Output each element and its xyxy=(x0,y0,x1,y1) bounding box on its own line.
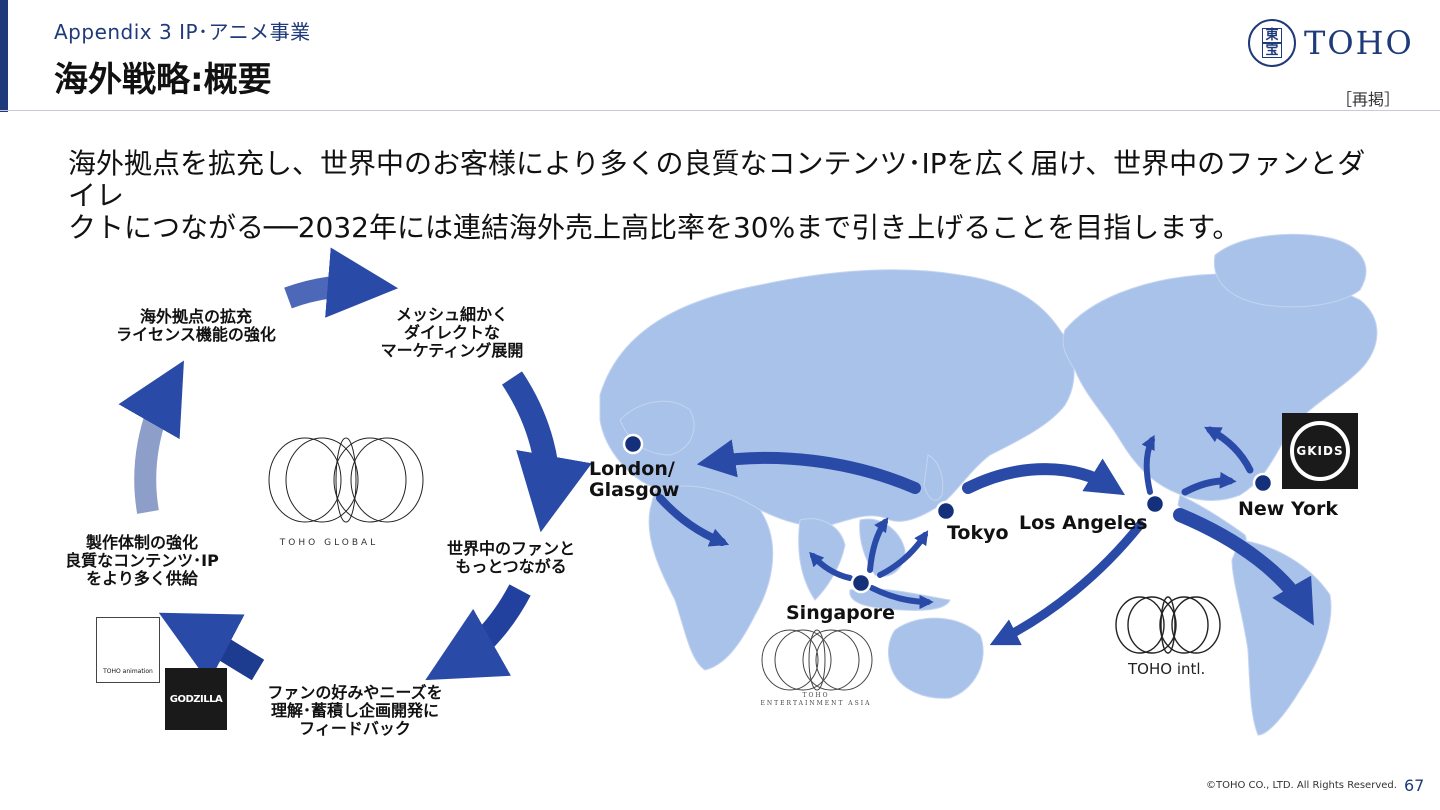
gkids-ring-icon: GKIDS xyxy=(1290,421,1350,481)
lead-line-1: 海外拠点を拡充し、世界中のお客様により多くの良質なコンテンツ･IPを広く届け、世… xyxy=(68,147,1366,212)
cycle-arrow-right-lower xyxy=(425,584,531,681)
toho-intl-caption: TOHO intl. xyxy=(1128,660,1206,678)
toho-logo: 東 宝 TOHO xyxy=(1248,18,1414,68)
arrow-london-africa xyxy=(656,494,730,547)
lead-text: 海外拠点を拡充し、世界中のお客様により多くの良質なコンテンツ･IPを広く届け、世… xyxy=(68,148,1378,244)
cycle-step-feedback: ファンの好みやニーズを 理解･蓄積し企画開発に フィードバック xyxy=(267,683,443,738)
city-label-los-angeles: Los Angeles xyxy=(1019,512,1148,534)
arrow-la-north xyxy=(1141,434,1155,495)
gkids-logo: GKIDS xyxy=(1282,413,1358,489)
toho-intl-rings-icon xyxy=(1115,596,1221,654)
arrow-sg-east xyxy=(869,585,934,610)
section-label: Appendix 3 IP･アニメ事業 xyxy=(54,20,311,44)
map-australia xyxy=(887,617,984,699)
page-number: 67 xyxy=(1404,776,1425,795)
arrow-sg-north xyxy=(867,517,889,573)
cycle-arrow-right-upper xyxy=(501,371,592,533)
logo-wordmark: TOHO xyxy=(1304,24,1414,62)
godzilla-logo: GODZILLA xyxy=(165,668,227,730)
cycle-step-production: 製作体制の強化 良質なコンテンツ･IP をより多く供給 xyxy=(65,533,219,588)
copyright: ©TOHO CO., LTD. All Rights Reserved. xyxy=(1206,780,1397,791)
cycle-arrows xyxy=(118,247,592,683)
map-africa xyxy=(648,485,774,671)
arrow-ny-canada xyxy=(1204,426,1254,474)
map-greenland xyxy=(1213,233,1367,308)
city-label-singapore: Singapore xyxy=(786,602,896,624)
map-south-america xyxy=(1231,539,1332,736)
arrow-la-south-america xyxy=(1173,508,1314,626)
cycle-step-connect-fans: 世界中のファンと もっとつながる xyxy=(446,539,575,576)
dot-tokyo xyxy=(935,500,957,522)
map-arrows xyxy=(656,426,1314,646)
arrow-la-ny xyxy=(1181,471,1237,496)
header-divider xyxy=(0,110,1440,111)
arrow-sg-tokyo xyxy=(877,530,929,578)
godzilla-logo-text: GODZILLA xyxy=(169,693,223,705)
dot-singapore xyxy=(850,572,872,594)
city-label-london: London/ Glasgow xyxy=(589,458,680,501)
gkids-logo-text: GKIDS xyxy=(1296,444,1344,458)
city-label-new-york: New York xyxy=(1238,498,1339,520)
map-japan xyxy=(923,454,944,501)
arrow-la-australia xyxy=(989,520,1145,646)
arrow-tokyo-london xyxy=(696,439,921,494)
repost-note: ［再掲］ xyxy=(1336,90,1401,109)
dot-london xyxy=(622,433,644,455)
arrow-sg-west xyxy=(809,551,853,581)
cycle-arrow-left xyxy=(118,360,184,514)
toho-seal-icon: 東 宝 xyxy=(1248,19,1296,67)
toho-animation-caption: TOHO animation xyxy=(103,668,153,675)
map-india xyxy=(798,518,846,601)
lead-line-2: クトにつながる──2032年には連結海外売上高比率を30%まで引き上げることを目… xyxy=(68,211,1241,244)
toho-asia-rings-icon xyxy=(761,629,873,691)
toho-global-rings-icon xyxy=(268,437,424,523)
cycle-arrow-bottom-left xyxy=(158,612,265,683)
city-dots xyxy=(622,433,1274,594)
cycle-step-marketing: メッシュ細かく ダイレクトな マーケティング展開 xyxy=(380,305,524,360)
toho-global-caption: TOHO GLOBAL xyxy=(279,538,379,548)
accent-bar xyxy=(0,0,8,112)
city-label-tokyo: Tokyo xyxy=(947,522,1009,544)
page-title: 海外戦略:概要 xyxy=(54,60,272,100)
dot-new-york xyxy=(1252,472,1274,494)
toho-asia-caption: TOHO ENTERTAINMENT ASIA xyxy=(760,692,872,707)
dot-los-angeles xyxy=(1144,493,1166,515)
cycle-arrow-top xyxy=(284,247,399,318)
seal-top-char: 東 xyxy=(1262,28,1282,43)
toho-animation-logo: TOHO animation xyxy=(96,617,160,683)
cycle-step-expand-bases: 海外拠点の拡充 ライセンス機能の強化 xyxy=(116,307,276,344)
seal-bottom-char: 宝 xyxy=(1262,43,1282,58)
arrow-tokyo-la xyxy=(962,458,1126,496)
